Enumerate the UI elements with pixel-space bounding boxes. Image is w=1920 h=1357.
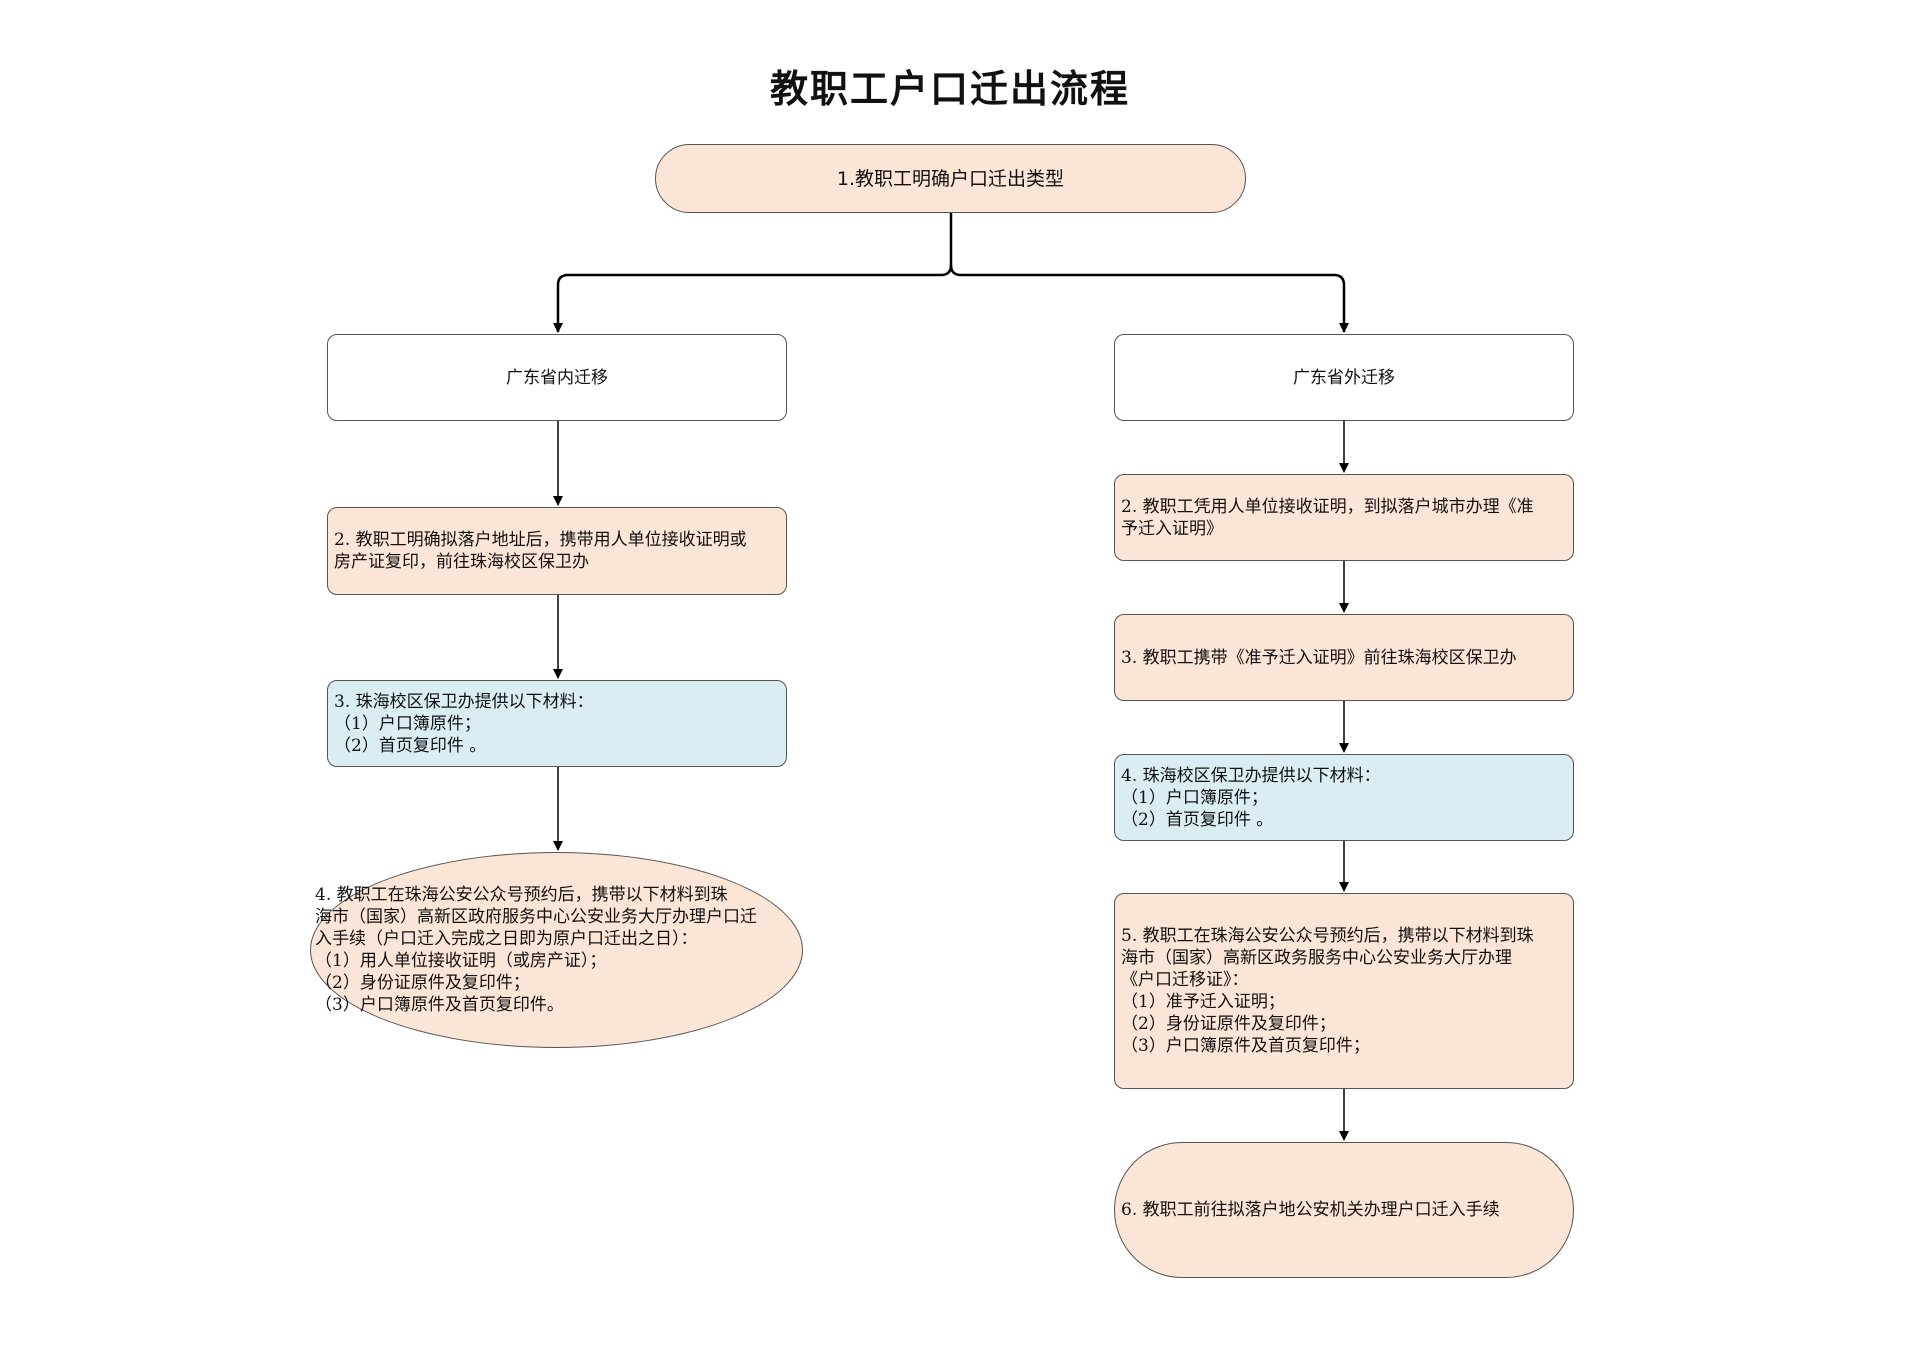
node-out-province: 广东省外迁移 <box>1114 334 1574 421</box>
connector-start-split <box>553 212 953 333</box>
node-in-step2: 2. 教职工明确拟落户地址后，携带用人单位接收证明或 房产证复印，前往珠海校区保… <box>327 507 787 595</box>
node-out-step6: 6. 教职工前往拟落户地公安机关办理户口迁入手续 <box>1114 1142 1574 1278</box>
node-in-province: 广东省内迁移 <box>327 334 787 421</box>
node-in-step3: 3. 珠海校区保卫办提供以下材料： （1）户口簿原件； （2）首页复印件 。 <box>327 680 787 767</box>
node-start: 1.教职工明确户口迁出类型 <box>655 144 1246 213</box>
connector-start-split-right <box>949 264 1349 333</box>
node-out-step2: 2. 教职工凭用人单位接收证明，到拟落户城市办理《准 予迁入证明》 <box>1114 474 1574 561</box>
node-out-step5: 5. 教职工在珠海公安公众号预约后，携带以下材料到珠 海市（国家）高新区政务服务… <box>1114 893 1574 1089</box>
node-out-step4: 4. 珠海校区保卫办提供以下材料： （1）户口簿原件； （2）首页复印件 。 <box>1114 754 1574 841</box>
node-in-step4: 4. 教职工在珠海公安公众号预约后，携带以下材料到珠 海市（国家）高新区政府服务… <box>310 852 803 1048</box>
page-title: 教职工户口迁出流程 <box>769 67 1130 111</box>
node-out-step3: 3. 教职工携带《准予迁入证明》前往珠海校区保卫办 <box>1114 614 1574 701</box>
